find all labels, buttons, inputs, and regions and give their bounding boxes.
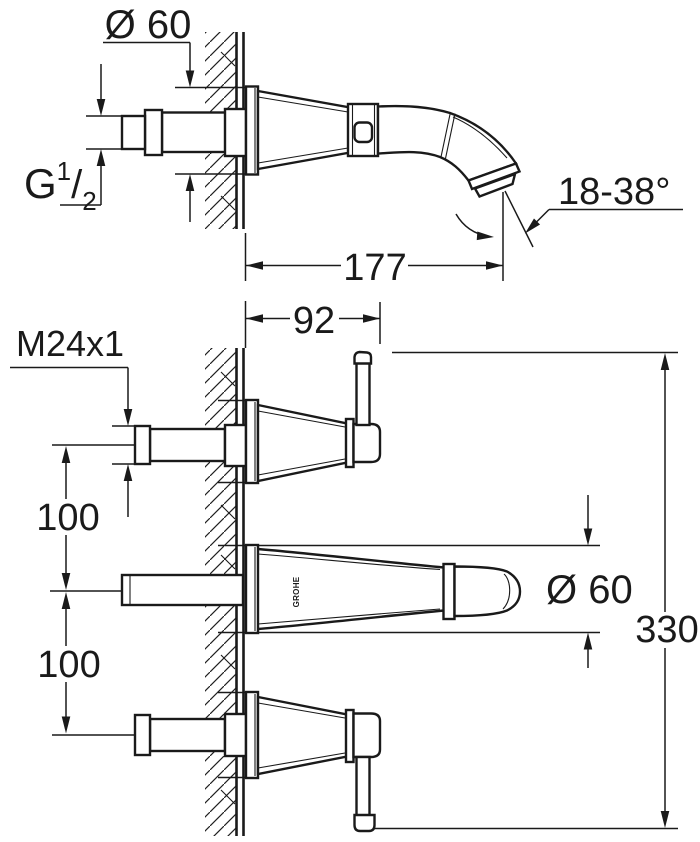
dim-spacing-upper: 100 xyxy=(36,446,100,590)
spout-square-detail xyxy=(353,121,374,144)
dim-text-escutcheon-diameter-top: Ø 60 xyxy=(105,3,192,47)
handle-lower xyxy=(133,690,382,833)
d60-top-leader xyxy=(103,41,191,71)
top-view: Ø 60 G1/2 18-38° 177 xyxy=(24,3,683,289)
spout-front-tip-inner-line xyxy=(502,573,511,610)
dim-text-handle-thread: M24x1 xyxy=(16,323,124,364)
valve-collar-top xyxy=(143,108,164,157)
spout-bend-inner-line xyxy=(452,116,508,159)
lower-lever-tip xyxy=(353,813,376,833)
dim-handle-thread: M24x1 xyxy=(10,323,141,517)
lower-handle-wall-ticks xyxy=(218,691,246,779)
lower-valve-body xyxy=(148,717,227,753)
valve-thread-stub-top xyxy=(120,114,147,151)
upper-valve-wall-block xyxy=(223,423,248,468)
dim-text-spacing-lower: 100 xyxy=(37,644,100,686)
dim92-extension-lines xyxy=(244,301,381,348)
spout-mousseur xyxy=(473,172,517,198)
handle-upper xyxy=(133,350,382,485)
spout-bend-joint-lines xyxy=(440,111,456,159)
d60-front-reference-lines xyxy=(218,544,600,634)
dim-spout-projection: 177 xyxy=(244,233,503,289)
spout-collar-inner-lines xyxy=(351,105,376,155)
dim-spacing-lower: 100 xyxy=(37,592,101,734)
angle-leader xyxy=(535,208,683,224)
lower-valve-wall-block xyxy=(223,712,248,758)
swivel-angle-direction-line xyxy=(504,190,534,248)
m24-leader xyxy=(10,366,129,409)
wall-hatch-ticks-top xyxy=(220,51,236,211)
supply-pipe xyxy=(120,573,245,607)
spout-escutcheon xyxy=(244,85,260,176)
d60-top-reference-lines xyxy=(175,86,246,175)
dim-text-spacing-upper: 100 xyxy=(36,497,99,539)
g12-leader xyxy=(60,166,102,206)
dim-thread-g-half: G1/2 xyxy=(24,64,123,216)
spout-front-escutcheon xyxy=(244,543,260,635)
lower-valve-thread-cap xyxy=(133,713,152,757)
dim-handle-projection: 92 xyxy=(244,300,381,348)
wall-hatch-ticks-front xyxy=(220,371,236,805)
valve-wall-block-top xyxy=(223,107,248,158)
dim330-extension-lines xyxy=(374,351,678,830)
spout-front-cone-inner-lines xyxy=(257,553,441,625)
m24-reference-lines xyxy=(112,425,141,465)
dim-escutcheon-diameter-top: Ø 60 xyxy=(103,3,246,222)
upper-valve-thread-cap xyxy=(133,424,152,466)
spout-front-tip xyxy=(453,565,522,618)
center-lines xyxy=(50,444,135,736)
spout-cone-inner-lines xyxy=(257,96,349,164)
upper-cone-inner-lines xyxy=(257,410,346,476)
dim-overall-height: 330 xyxy=(374,351,699,830)
lower-handle-cap xyxy=(352,712,382,759)
lower-handle-escutcheon xyxy=(244,690,260,780)
valve-tail-top xyxy=(120,107,248,158)
dim-text-spout-angle: 18-38° xyxy=(558,171,670,213)
spout-aerator-band xyxy=(466,161,522,191)
dim-text-handle-projection: 92 xyxy=(293,300,335,342)
spout-front: GROHE xyxy=(120,543,522,635)
g12-reference-lines xyxy=(86,115,123,150)
upper-valve-body xyxy=(148,427,227,463)
spout-front-cone-edges xyxy=(257,547,445,631)
dim-text-thread-g-half: G1/2 xyxy=(24,156,97,216)
upper-handle-escutcheon xyxy=(244,398,260,485)
lower-lever-stick xyxy=(355,755,371,819)
upper-handle-wall-ticks xyxy=(218,399,246,484)
lower-cone-inner-lines xyxy=(257,702,346,769)
upper-handle-cap xyxy=(352,422,382,464)
spout-brand-logo: GROHE xyxy=(292,576,301,607)
dim-escutcheon-diameter-front: Ø 60 xyxy=(546,495,633,668)
upper-lever-tip xyxy=(353,350,373,365)
dim-text-escutcheon-diameter-front: Ø 60 xyxy=(546,568,633,612)
spout-side xyxy=(244,85,522,198)
dim-text-overall-height: 330 xyxy=(635,609,698,651)
front-view: 92 M24x1 xyxy=(10,300,699,836)
label-spout-angle: 18-38° xyxy=(521,171,683,237)
dim-text-spout-projection: 177 xyxy=(343,247,406,289)
spout-front-ring xyxy=(442,562,456,621)
upper-lever-stick xyxy=(355,360,371,427)
